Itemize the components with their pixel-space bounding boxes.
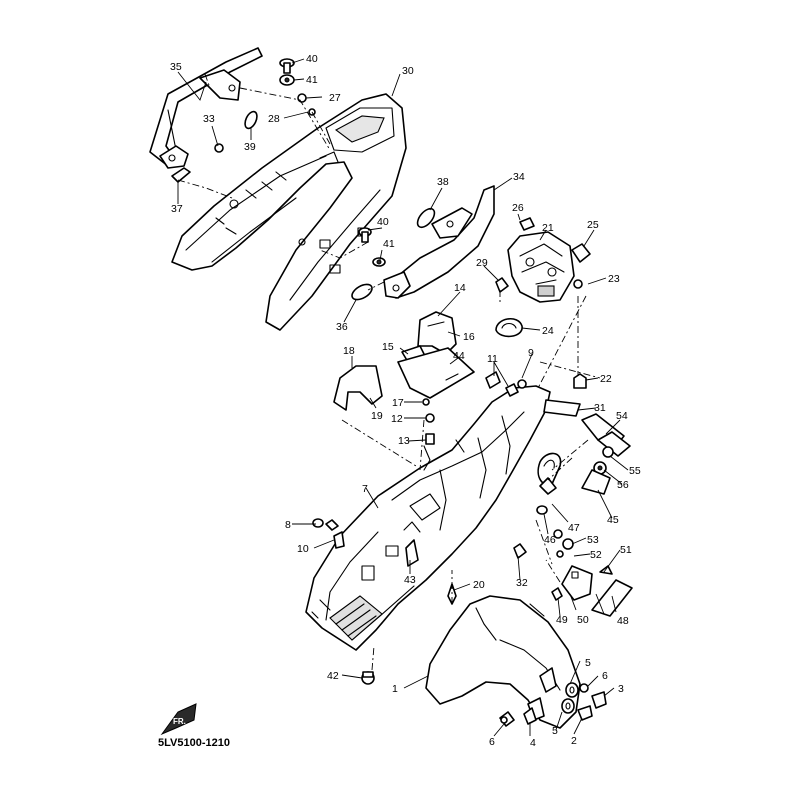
callout-6a: 6: [602, 670, 608, 682]
front-direction-mark: FR.: [160, 703, 197, 736]
callout-42: 42: [327, 670, 339, 682]
callout-15: 15: [382, 341, 394, 353]
callout-25: 25: [587, 219, 599, 231]
callout-29: 29: [476, 257, 488, 269]
callout-48: 48: [617, 615, 629, 627]
license-plate-parts: [536, 399, 633, 617]
callout-5b: 5: [552, 725, 558, 737]
callout-44: 44: [453, 350, 465, 362]
fender-hardware: [312, 371, 527, 685]
callout-36: 36: [336, 321, 348, 333]
diagram-code: 5LV5100-1210: [158, 737, 230, 749]
assembly-lines: [177, 73, 601, 671]
callout-37: 37: [171, 203, 183, 215]
callout-31: 31: [594, 402, 606, 414]
grab-bar-left: [149, 47, 263, 169]
grab-bar-right: [383, 185, 495, 299]
callout-18: 18: [343, 345, 355, 357]
callout-41a: 41: [306, 74, 318, 86]
callout-53: 53: [587, 534, 599, 546]
front-mark-label: FR.: [173, 717, 186, 726]
callout-49: 49: [556, 614, 568, 626]
callout-16: 16: [463, 331, 475, 343]
callout-10: 10: [297, 543, 309, 555]
callout-34: 34: [513, 171, 525, 183]
callout-6b: 6: [489, 736, 495, 748]
callout-50: 50: [577, 614, 589, 626]
leader-lines: [177, 58, 629, 737]
callout-23: 23: [608, 273, 620, 285]
callout-51: 51: [620, 544, 632, 556]
callout-22: 22: [600, 373, 612, 385]
callout-24: 24: [542, 325, 554, 337]
callout-8: 8: [285, 519, 291, 531]
callout-7: 7: [362, 483, 368, 495]
callout-11: 11: [487, 353, 498, 365]
callout-5a: 5: [585, 657, 591, 669]
callout-45: 45: [607, 514, 619, 526]
cowl-hardware: [171, 58, 436, 301]
callout-17: 17: [392, 397, 404, 409]
callout-20: 20: [473, 579, 485, 591]
callout-35: 35: [170, 61, 182, 73]
front-fender-hardware: [499, 682, 607, 727]
callout-52: 52: [590, 549, 602, 561]
callout-40a: 40: [306, 53, 318, 65]
callout-39: 39: [244, 141, 256, 153]
callout-12: 12: [391, 413, 403, 425]
callout-26: 26: [512, 202, 524, 214]
callout-54: 54: [616, 410, 628, 422]
callout-9: 9: [528, 347, 534, 359]
callout-40b: 40: [377, 216, 389, 228]
callout-43: 43: [404, 574, 416, 586]
callout-2: 2: [571, 735, 577, 747]
front-fender: [425, 595, 581, 729]
callout-41b: 41: [383, 238, 395, 250]
callout-38: 38: [437, 176, 449, 188]
callout-4: 4: [530, 737, 536, 749]
callout-27: 27: [329, 92, 341, 104]
callout-55: 55: [629, 465, 641, 477]
callout-19: 19: [371, 410, 383, 422]
bracket-and-plates: [333, 311, 475, 445]
callout-14: 14: [454, 282, 466, 294]
tail-bracket-assembly: [495, 217, 591, 389]
callout-30: 30: [402, 65, 414, 77]
callout-56: 56: [617, 479, 629, 491]
callout-33: 33: [203, 113, 215, 125]
callout-numbers: 1 2 3 4 5 5 6 6 7 8 9 10 11 12 13 14 15 …: [170, 53, 641, 749]
callout-47: 47: [568, 522, 580, 534]
callout-13: 13: [398, 435, 410, 447]
callout-28: 28: [268, 113, 280, 125]
rear-seat-cowl: [171, 93, 407, 331]
callout-46: 46: [544, 534, 556, 546]
callout-1: 1: [392, 683, 398, 695]
callout-32: 32: [516, 577, 528, 589]
callout-3: 3: [618, 683, 624, 695]
callout-21: 21: [542, 222, 554, 234]
